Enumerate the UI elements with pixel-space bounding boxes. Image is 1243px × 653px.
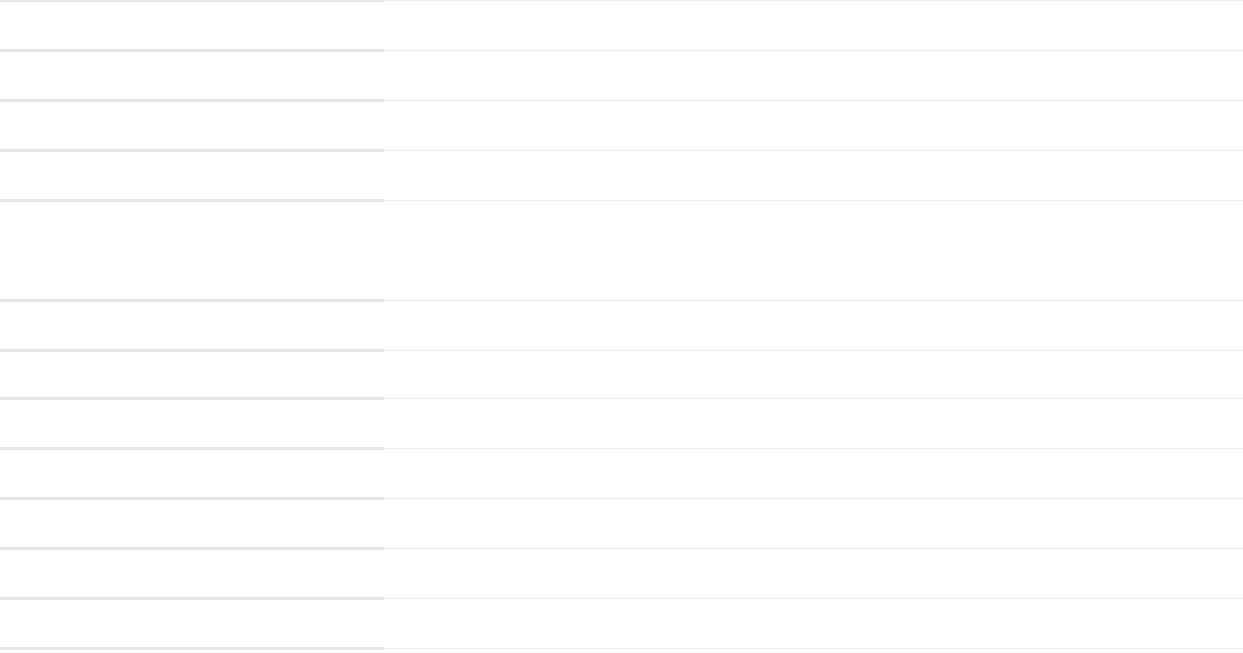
row-value	[384, 151, 880, 200]
row-note	[880, 649, 1243, 652]
row-label	[0, 649, 384, 652]
row-value	[384, 101, 880, 150]
row-label	[0, 499, 384, 548]
row-value	[384, 51, 880, 100]
row-value	[384, 201, 880, 300]
row-value	[384, 449, 880, 498]
table-row	[0, 49, 1243, 100]
table-row	[0, 497, 1243, 548]
row-note	[880, 549, 1243, 598]
row-label	[0, 151, 384, 200]
table-row	[0, 397, 1243, 448]
row-label	[0, 599, 384, 648]
row-value	[384, 549, 880, 598]
table-row	[0, 149, 1243, 200]
row-value	[384, 301, 880, 350]
row-note	[880, 301, 1243, 350]
table-row	[0, 299, 1243, 350]
row-value	[384, 1, 880, 50]
row-note	[880, 201, 1243, 300]
row-note	[880, 51, 1243, 100]
row-label	[0, 101, 384, 150]
table-row	[0, 547, 1243, 598]
row-label	[0, 399, 384, 448]
row-label	[0, 549, 384, 598]
row-value	[384, 599, 880, 648]
row-value	[384, 399, 880, 448]
table-row	[0, 0, 1243, 50]
table-row	[0, 349, 1243, 398]
row-note	[880, 599, 1243, 648]
table-row	[0, 199, 1243, 300]
table-row	[0, 597, 1243, 648]
row-note	[880, 1, 1243, 50]
row-note	[880, 151, 1243, 200]
table-row	[0, 447, 1243, 498]
row-note	[880, 499, 1243, 548]
row-label	[0, 301, 384, 350]
row-note	[880, 101, 1243, 150]
row-value	[384, 649, 880, 652]
table-row	[0, 99, 1243, 150]
row-value	[384, 351, 880, 398]
row-note	[880, 399, 1243, 448]
table-row	[0, 647, 1243, 652]
row-label	[0, 351, 384, 398]
row-note	[880, 449, 1243, 498]
row-label	[0, 1, 384, 50]
row-label	[0, 449, 384, 498]
row-note	[880, 351, 1243, 398]
row-label	[0, 51, 384, 100]
row-value	[384, 499, 880, 548]
row-label	[0, 201, 384, 300]
